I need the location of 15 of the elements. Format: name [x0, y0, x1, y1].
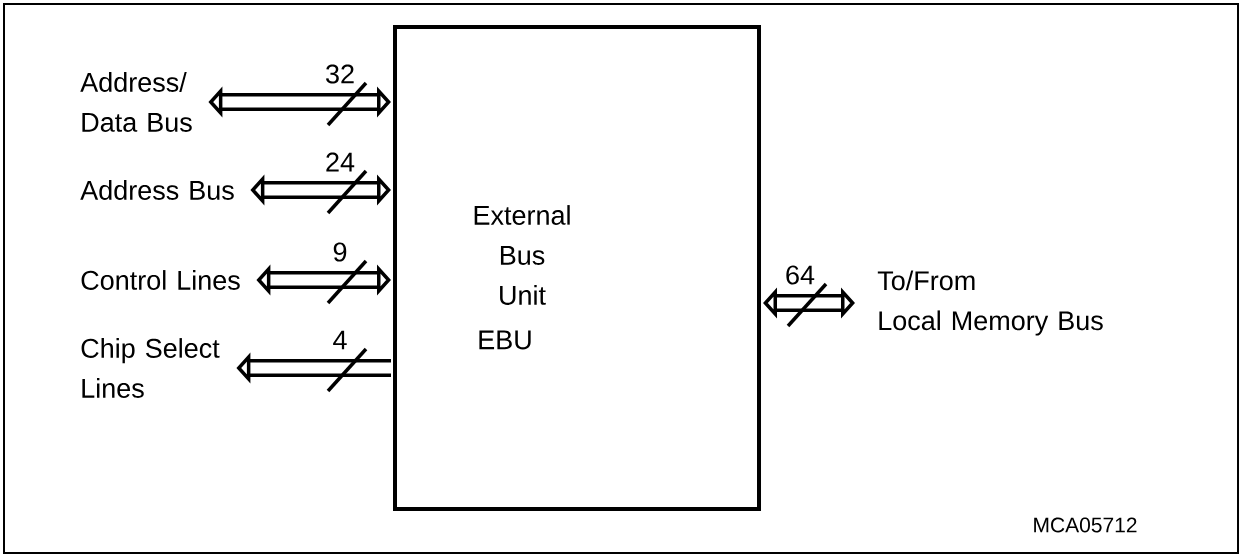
block-box — [393, 25, 761, 511]
signal-label: Control Lines — [81, 270, 240, 290]
block-name: EBU — [479, 330, 531, 350]
block-title: External Bus Unit — [474, 205, 570, 305]
figure-id: MCA05712 — [1034, 517, 1137, 533]
bus-width-label: 9 — [333, 242, 347, 262]
signal-label: Address Bus — [80, 180, 234, 200]
bus-width-label: 24 — [326, 152, 355, 172]
bus-width-label: 4 — [333, 330, 347, 350]
signal-label: Address/ Data Bus — [80, 72, 192, 132]
signal-label: To/From Local Memory Bus — [877, 270, 1103, 336]
signal-label: Chip Select Lines — [81, 338, 220, 398]
bus-arrow — [763, 287, 855, 319]
bus-width-label: 32 — [326, 64, 354, 84]
bus-width-label: 64 — [786, 265, 815, 285]
